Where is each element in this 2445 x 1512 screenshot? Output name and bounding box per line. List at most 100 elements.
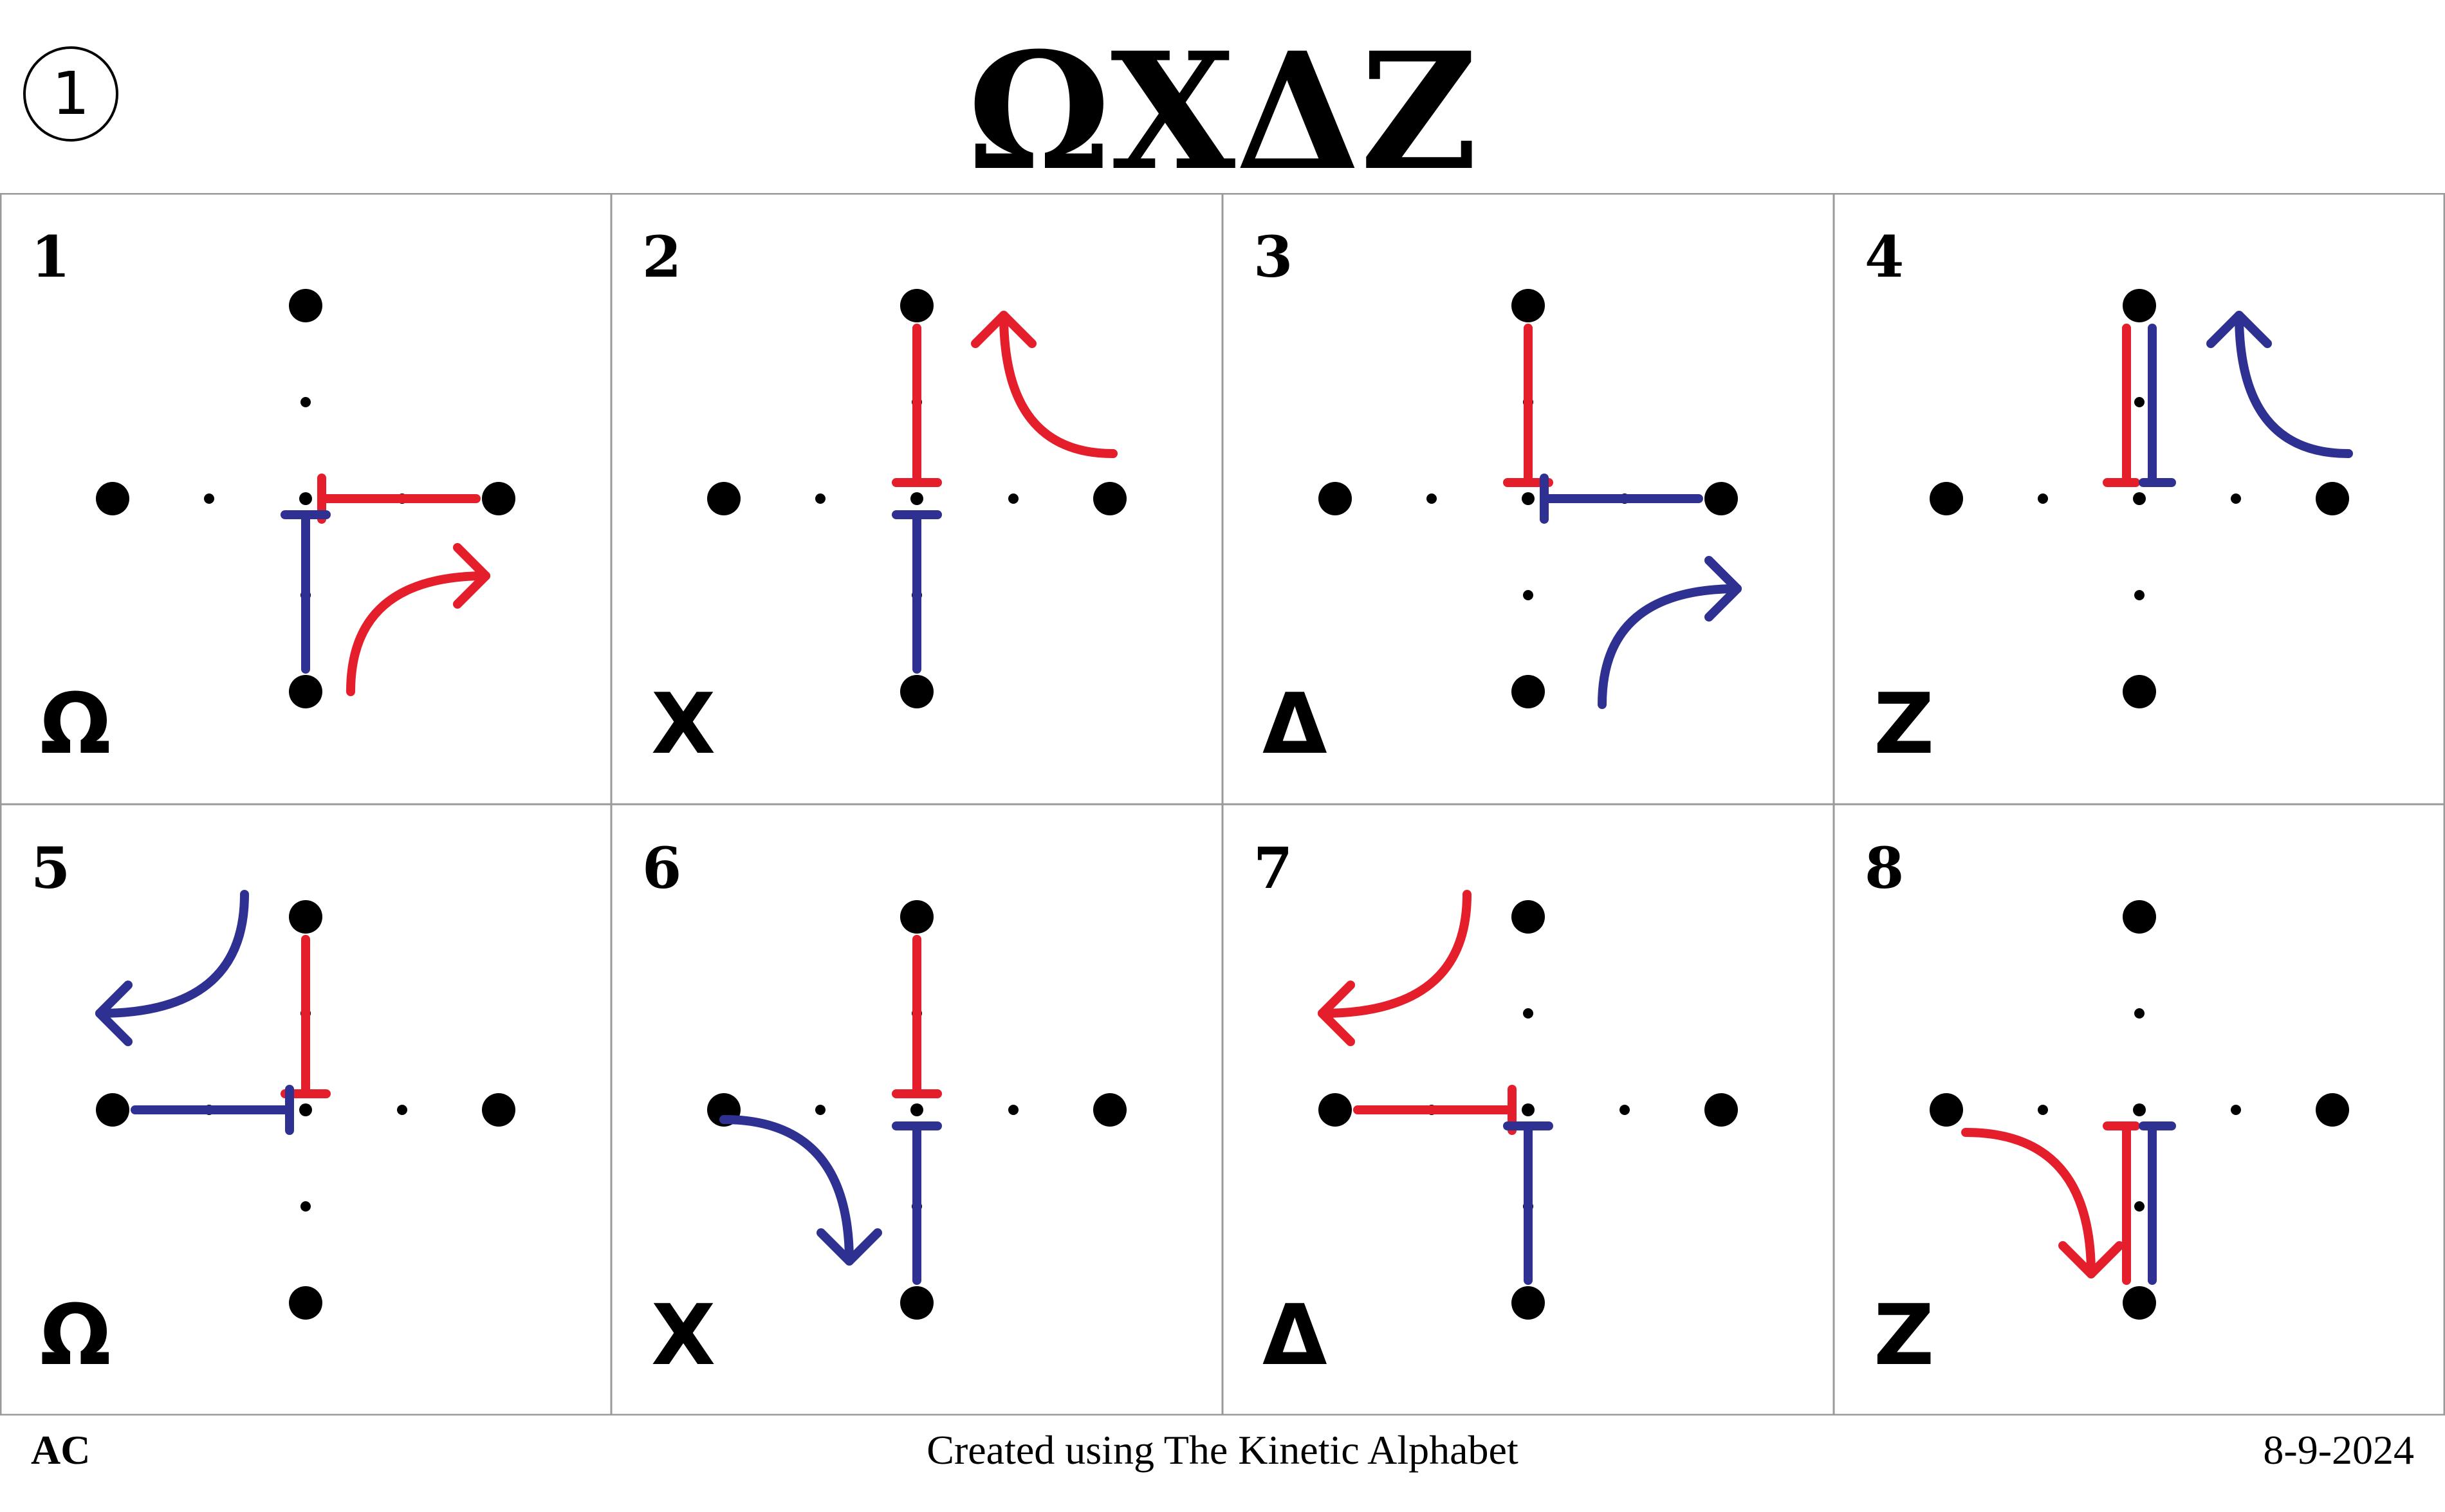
arrowhead-blue <box>95 981 133 1046</box>
outer-point <box>2123 1286 2156 1320</box>
arrow-blue <box>719 1115 854 1266</box>
panel-letter: X <box>651 675 715 773</box>
panel-letter: Δ <box>1262 675 1327 773</box>
outer-point <box>2316 482 2349 515</box>
outer-point <box>1318 1093 1352 1127</box>
inner-point <box>2134 1201 2145 1212</box>
inner-point <box>2038 1105 2048 1115</box>
arrow-red <box>1318 890 1472 1018</box>
arrowhead-blue <box>817 1228 882 1266</box>
inner-point <box>2134 1008 2145 1019</box>
outer-point <box>2123 675 2156 708</box>
arrowhead-red <box>1318 981 1355 1046</box>
center-point <box>2133 1103 2146 1116</box>
outer-point <box>1318 482 1352 515</box>
outer-point <box>900 675 934 708</box>
panel-number: 1 <box>31 223 70 290</box>
panel-number: 6 <box>642 834 681 901</box>
inner-point <box>1619 1105 1630 1115</box>
outer-point <box>96 1093 129 1127</box>
outer-point <box>289 675 322 708</box>
panel-letter: Ω <box>40 675 111 773</box>
inner-point <box>300 397 311 407</box>
inner-point <box>300 1201 311 1212</box>
panel-7: 7Δ <box>1253 834 1738 1384</box>
outer-point <box>900 900 934 934</box>
inner-point <box>204 493 214 504</box>
outer-point <box>2123 900 2156 934</box>
outer-point <box>2123 289 2156 322</box>
center-point <box>910 1103 923 1116</box>
center-point <box>910 492 923 505</box>
inner-point <box>1523 590 1533 600</box>
outer-point <box>1704 482 1738 515</box>
panel-5: 5Ω <box>31 834 515 1384</box>
arrow-red <box>346 571 490 696</box>
panel-letter: Z <box>1874 1286 1934 1384</box>
arrowhead-red <box>2058 1241 2124 1278</box>
panel-3: 3Δ <box>1253 223 1742 773</box>
inner-point <box>2038 493 2048 504</box>
panel-letter: Δ <box>1262 1286 1327 1384</box>
outer-point <box>1704 1093 1738 1127</box>
outer-point <box>1511 675 1545 708</box>
inner-point <box>397 1105 407 1115</box>
center-point <box>1522 492 1535 505</box>
inner-point <box>815 493 826 504</box>
outer-point <box>1511 1286 1545 1320</box>
panel-1: 1Ω <box>31 223 515 773</box>
center-point <box>299 1103 312 1116</box>
arrow-red <box>999 311 1118 458</box>
outer-point <box>96 482 129 515</box>
outer-point <box>707 482 741 515</box>
inner-point <box>815 1105 826 1115</box>
inner-point <box>1008 493 1019 504</box>
page-number-badge: 1 <box>23 46 118 142</box>
page-title: ΩXΔZ <box>967 17 1478 206</box>
page-number: 1 <box>51 59 90 128</box>
outer-point <box>289 289 322 322</box>
inner-point <box>1426 493 1437 504</box>
outer-point <box>482 482 515 515</box>
outer-point <box>289 900 322 934</box>
panel-number: 4 <box>1865 223 1904 290</box>
panel-number: 2 <box>642 223 681 290</box>
outer-point <box>2316 1093 2349 1127</box>
inner-point <box>2134 397 2145 407</box>
panel-letter: X <box>651 1286 715 1384</box>
panel-number: 8 <box>1865 834 1904 901</box>
inner-point <box>1523 1008 1533 1019</box>
arrow-blue <box>95 890 249 1018</box>
arrowhead-blue <box>2206 311 2272 348</box>
arrowhead-red <box>453 543 490 609</box>
panel-6: 6X <box>642 834 1127 1384</box>
panel-letter: Ω <box>40 1286 111 1384</box>
panel-2: 2X <box>642 223 1127 773</box>
panel-letter: Z <box>1874 675 1934 773</box>
outer-point <box>1930 1093 1963 1127</box>
outer-point <box>1511 289 1545 322</box>
panel-number: 7 <box>1253 834 1293 901</box>
inner-point <box>1008 1105 1019 1115</box>
footer-credit: Created using The Kinetic Alphabet <box>927 1427 1518 1473</box>
outer-point <box>1093 482 1127 515</box>
center-point <box>2133 492 2146 505</box>
panel-8: 8Z <box>1865 834 2349 1384</box>
arrow-blue <box>1598 584 1742 709</box>
outer-point <box>1930 482 1963 515</box>
panel-number: 5 <box>31 834 70 901</box>
arrowhead-red <box>971 311 1037 348</box>
outer-point <box>900 289 934 322</box>
outer-point <box>900 1286 934 1320</box>
outer-point <box>1511 900 1545 934</box>
outer-point <box>482 1093 515 1127</box>
center-point <box>299 492 312 505</box>
outer-point <box>1093 1093 1127 1127</box>
center-point <box>1522 1103 1535 1116</box>
inner-point <box>2231 1105 2241 1115</box>
panel-4: 4Z <box>1865 223 2353 773</box>
outer-point <box>289 1286 322 1320</box>
inner-point <box>2134 590 2145 600</box>
arrow-blue <box>2235 311 2353 458</box>
